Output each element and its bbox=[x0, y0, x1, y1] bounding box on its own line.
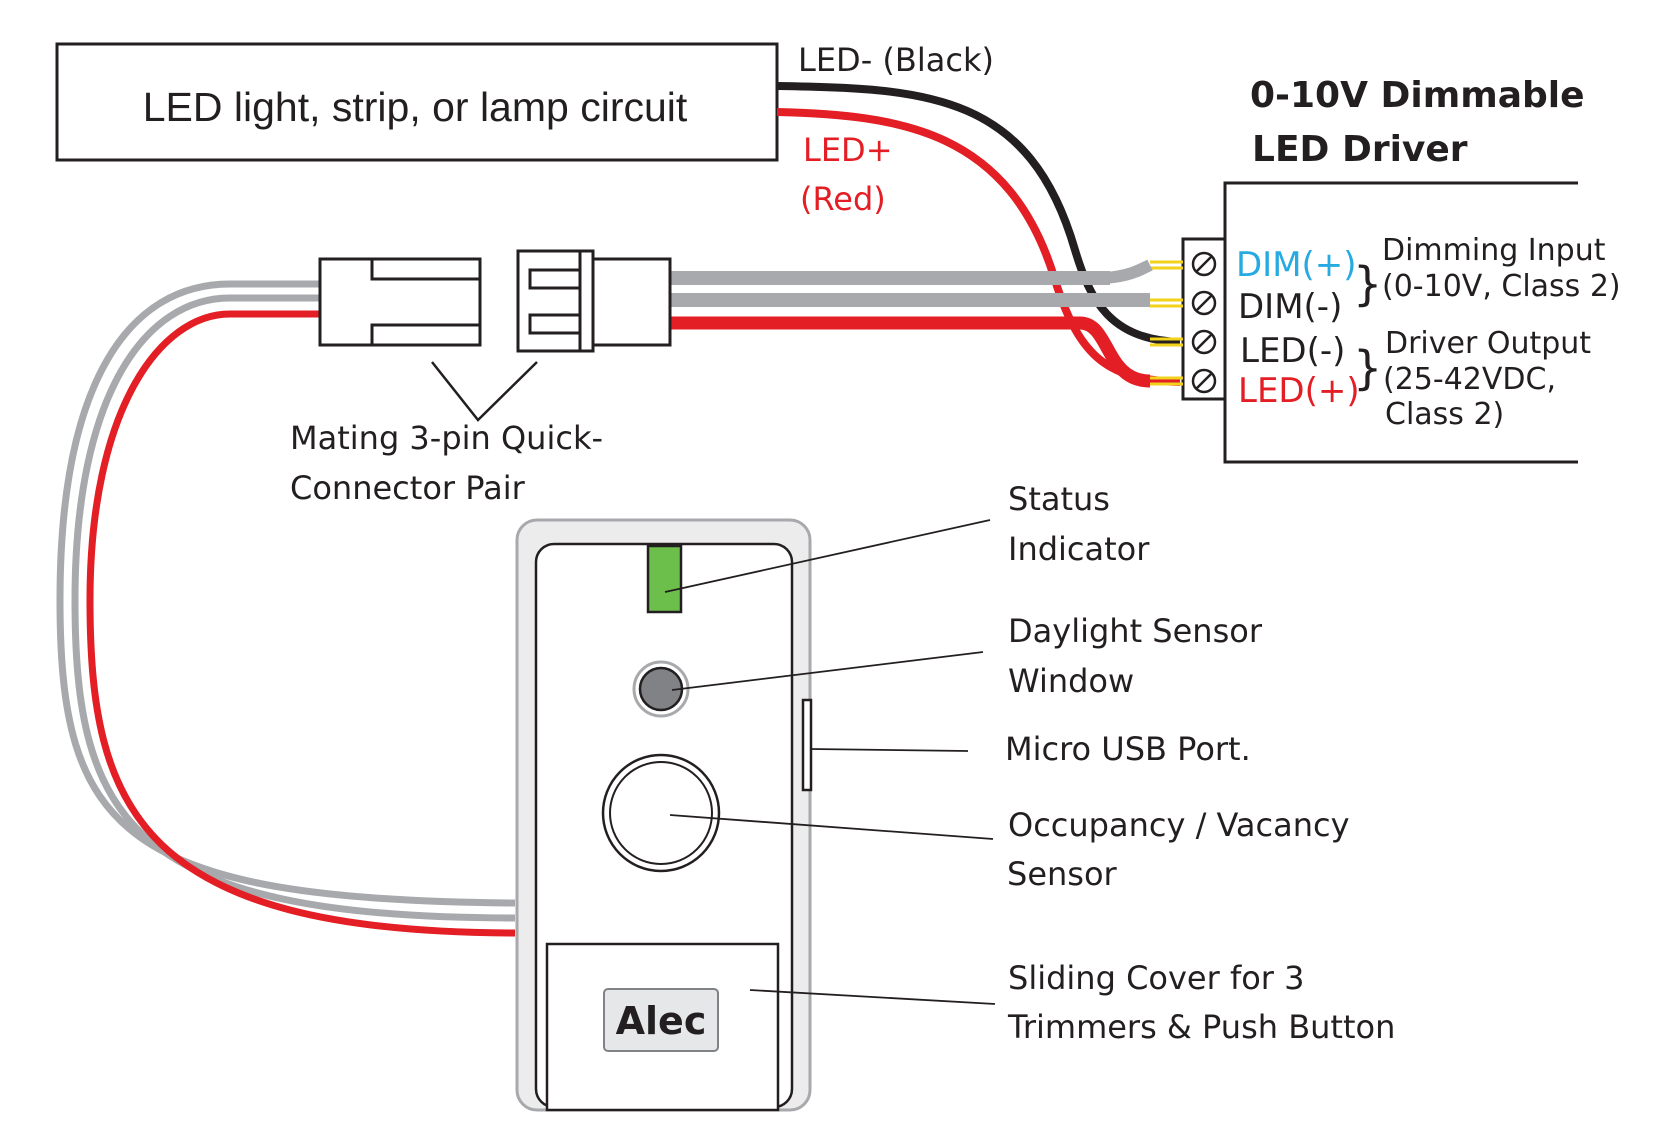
usb-label: Micro USB Port. bbox=[1005, 730, 1251, 768]
led-minus-wire bbox=[776, 82, 1181, 346]
dimming-input-spec: (0-10V, Class 2) bbox=[1382, 269, 1621, 304]
connector-male bbox=[318, 257, 482, 347]
driver-title-line2: LED Driver bbox=[1252, 129, 1468, 170]
terminal-dim-minus: DIM(-) bbox=[1238, 287, 1342, 327]
alec-logo: Alec bbox=[616, 999, 707, 1043]
led-circuit-label: LED light, strip, or lamp circuit bbox=[143, 84, 688, 130]
connector-label-line2: Connector Pair bbox=[290, 469, 526, 507]
led-plus-color-label: (Red) bbox=[800, 180, 886, 218]
cable-red-left bbox=[86, 310, 516, 937]
driver-output-spec: (25-42VDC, bbox=[1383, 362, 1556, 397]
cable-gray-dim-plus bbox=[1104, 259, 1153, 284]
status-label-line1: Status bbox=[1008, 480, 1110, 518]
terminal-led-minus: LED(-) bbox=[1240, 331, 1345, 371]
terminal-pins bbox=[1150, 260, 1183, 386]
cable-gray-right-2 bbox=[670, 293, 1150, 307]
connector-pointer bbox=[431, 361, 538, 422]
cable-gray-inner-left bbox=[71, 294, 516, 922]
status-indicator-led bbox=[646, 544, 683, 614]
dimming-input-label: Dimming Input bbox=[1382, 233, 1606, 268]
terminal-screws bbox=[1191, 251, 1217, 394]
cover-label-line2: Trimmers & Push Button bbox=[1007, 1008, 1395, 1046]
led-circuit-box bbox=[55, 42, 779, 162]
terminal-dim-plus: DIM(+) bbox=[1236, 245, 1357, 285]
terminal-led-plus: LED(+) bbox=[1238, 371, 1360, 411]
driver-title-line1: 0-10V Dimmable bbox=[1250, 75, 1585, 116]
status-label-line2: Indicator bbox=[1008, 530, 1150, 568]
cover-label-line1: Sliding Cover for 3 bbox=[1008, 959, 1304, 997]
micro-usb-port bbox=[801, 698, 813, 792]
dimming-brace: } bbox=[1353, 257, 1382, 311]
occupancy-sensor-inner bbox=[609, 761, 713, 865]
daylight-label-line1: Daylight Sensor bbox=[1008, 612, 1263, 650]
driver-output-label: Driver Output bbox=[1385, 326, 1591, 361]
cable-gray-right-1 bbox=[670, 271, 1110, 285]
led-plus-label: LED+ bbox=[803, 131, 893, 169]
daylight-label-line2: Window bbox=[1008, 662, 1134, 700]
connector-label-line1: Mating 3-pin Quick- bbox=[290, 419, 603, 457]
led-minus-label: LED- (Black) bbox=[798, 41, 994, 79]
driver-output-class: Class 2) bbox=[1385, 397, 1504, 432]
logo-plate bbox=[603, 988, 719, 1052]
sliding-cover bbox=[545, 942, 780, 1112]
connector-female bbox=[516, 249, 672, 353]
output-brace: } bbox=[1353, 341, 1382, 395]
cable-red-right bbox=[670, 316, 1151, 388]
callout-lines bbox=[664, 519, 996, 1005]
cable-gray-outer-left bbox=[56, 280, 516, 907]
occupancy-label-line1: Occupancy / Vacancy bbox=[1008, 806, 1350, 844]
occupancy-label-line2: Sensor bbox=[1007, 855, 1118, 893]
